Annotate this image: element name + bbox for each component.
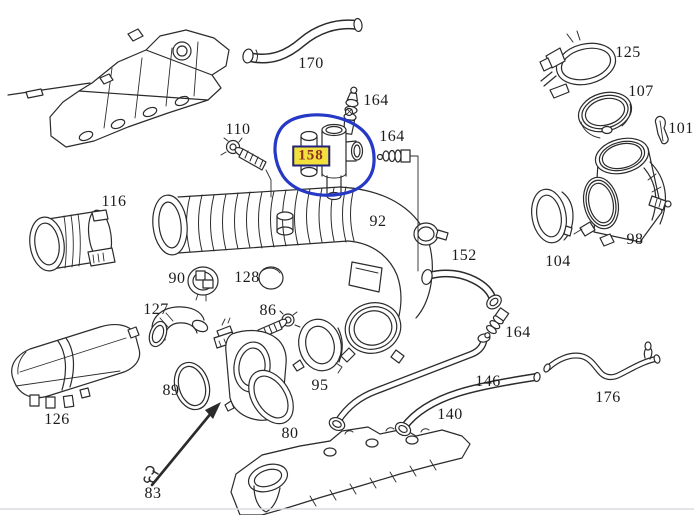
part-label-176: 176 <box>595 389 621 406</box>
fitting-164-bottom-sketch <box>484 307 510 339</box>
adapter-ring-107-sketch <box>577 91 633 139</box>
leader-line-110 <box>265 169 272 198</box>
adapter-ring-95-sketch <box>292 318 343 374</box>
leader-line-164 <box>409 155 419 272</box>
part-label-90: 90 <box>168 270 186 287</box>
highlight-circle-158 <box>273 113 376 197</box>
vent-hose-152-sketch <box>421 268 502 310</box>
part-label-101: 101 <box>668 120 694 137</box>
cap-128-sketch <box>258 266 284 290</box>
part-label-125: 125 <box>615 44 641 61</box>
collar-104-sketch <box>531 188 574 244</box>
part-label-152: 152 <box>451 247 477 264</box>
vent-hose-140-sketch <box>394 371 541 437</box>
part-label-86: 86 <box>259 302 277 319</box>
part-label-164-right: 164 <box>379 128 405 145</box>
cylinder-head-cover-sketch <box>230 426 471 515</box>
part-label-110: 110 <box>225 121 251 138</box>
fitting-164-right-sketch <box>376 149 411 163</box>
part-label-140: 140 <box>437 406 463 423</box>
bolt-110-sketch <box>220 137 267 171</box>
intake-manifold-sketch <box>7 28 230 148</box>
part-label-116: 116 <box>101 193 127 210</box>
sensor-90-sketch <box>187 266 219 302</box>
part-label-164-bottom: 164 <box>505 324 531 341</box>
part-label-170: 170 <box>298 55 324 72</box>
part-label-98: 98 <box>626 231 644 248</box>
part-label-80: 80 <box>281 425 299 442</box>
part-label-92: 92 <box>369 213 387 230</box>
part-label-89: 89 <box>162 382 180 399</box>
part-label-104: 104 <box>545 253 571 270</box>
part-label-95: 95 <box>311 377 329 394</box>
pointer-arrow <box>150 402 221 487</box>
maf-sensor-116-sketch <box>29 209 116 272</box>
part-label-126: 126 <box>44 411 70 428</box>
part-label-146: 146 <box>475 373 501 390</box>
breather-hose-170-sketch <box>242 17 363 64</box>
clip-101-sketch <box>654 115 669 145</box>
vent-pipe-176-sketch <box>543 341 661 381</box>
part-label-107: 107 <box>628 83 654 100</box>
part-label-158-highlighted[interactable]: 158 <box>292 145 330 167</box>
part-label-127: 127 <box>143 301 169 318</box>
throttle-body-80-sketch <box>213 317 294 425</box>
part-label-128: 128 <box>234 269 260 286</box>
part-label-164-top: 164 <box>363 92 389 109</box>
intake-hose-92-sketch <box>152 186 449 364</box>
air-filter-housing-126-sketch <box>11 324 141 409</box>
air-duct-housing-98-sketch <box>573 137 672 247</box>
part-label-83: 83 <box>144 485 162 502</box>
oring-89-sketch <box>173 361 211 411</box>
elbow-hose-127-sketch <box>148 306 209 348</box>
hose-clamp-125-sketch <box>539 30 617 99</box>
